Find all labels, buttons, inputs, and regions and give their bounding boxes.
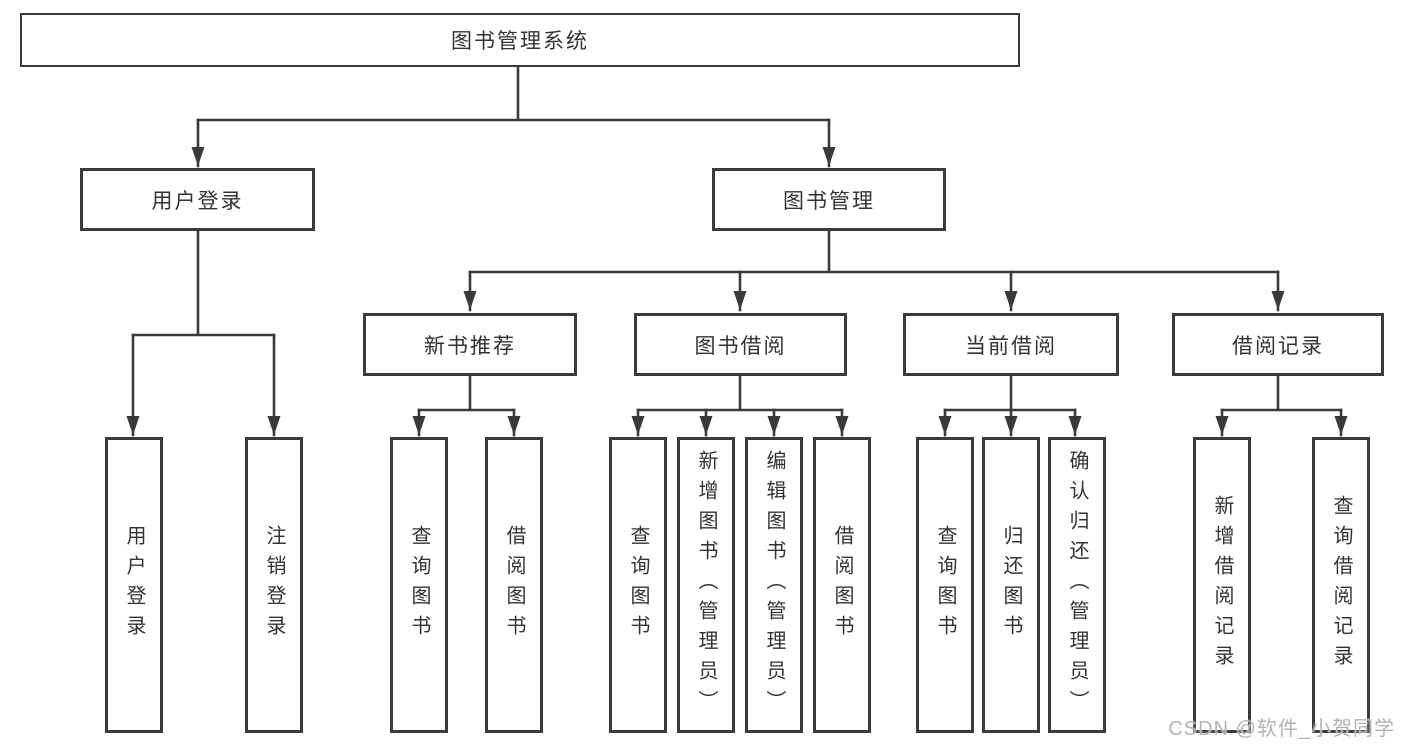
connector-book-management-split — [468, 229, 1280, 274]
connector-user-login-split — [131, 229, 276, 337]
leaf-cb-query-books-label: 查询图书 — [934, 525, 956, 645]
leaf-bb-add-books-admin: 新增图书（管理员） — [677, 437, 735, 733]
node-book-borrowing: 图书借阅 — [634, 313, 847, 376]
leaf-bb-query-books: 查询图书 — [609, 437, 667, 733]
node-user-login-label: 用户登录 — [151, 189, 244, 213]
leaf-nb-borrow-books-label: 借阅图书 — [503, 525, 525, 645]
leaf-br-add-record-label: 新增借阅记录 — [1211, 495, 1233, 675]
leaf-br-query-record-label: 查询借阅记录 — [1330, 495, 1352, 675]
node-book-borrowing-label: 图书借阅 — [694, 334, 787, 358]
leaf-bb-borrow-books-label: 借阅图书 — [831, 525, 853, 645]
leaf-cb-return-books: 归还图书 — [982, 437, 1040, 733]
leaf-bb-borrow-books: 借阅图书 — [813, 437, 871, 733]
leaf-user-login-label: 用户登录 — [123, 525, 145, 645]
connector-book-borrowing-split — [636, 374, 844, 412]
node-root: 图书管理系统 — [20, 13, 1020, 67]
leaf-nb-borrow-books: 借阅图书 — [485, 437, 543, 733]
connector-borrowing-records-split — [1220, 374, 1343, 412]
connector-new-books-split — [417, 374, 516, 412]
leaf-cb-confirm-return-admin: 确认归还（管理员） — [1048, 437, 1106, 733]
leaf-cb-confirm-return-admin-label: 确认归还（管理员） — [1066, 450, 1088, 720]
node-borrowing-records: 借阅记录 — [1172, 313, 1384, 376]
leaf-nb-query-books: 查询图书 — [390, 437, 448, 733]
node-book-management: 图书管理 — [712, 168, 946, 231]
node-current-borrowing: 当前借阅 — [903, 313, 1119, 376]
node-borrowing-records-label: 借阅记录 — [1232, 334, 1324, 358]
leaf-logout-label: 注销登录 — [263, 525, 285, 645]
node-user-login: 用户登录 — [80, 168, 315, 231]
leaf-bb-add-books-admin-label: 新增图书（管理员） — [695, 450, 717, 720]
leaf-bb-edit-books-admin-label: 编辑图书（管理员） — [763, 450, 785, 720]
connector-root-stem — [196, 65, 831, 122]
leaf-user-login: 用户登录 — [105, 437, 163, 733]
csdn-watermark: CSDN @软件_小贺同学 — [1168, 718, 1395, 740]
leaf-bb-edit-books-admin: 编辑图书（管理员） — [745, 437, 803, 733]
node-new-books-label: 新书推荐 — [424, 334, 516, 358]
leaf-bb-query-books-label: 查询图书 — [627, 525, 649, 645]
node-new-books: 新书推荐 — [363, 313, 577, 376]
connector-current-borrowing-split — [943, 374, 1077, 412]
leaf-nb-query-books-label: 查询图书 — [408, 525, 430, 645]
node-root-label: 图书管理系统 — [451, 30, 589, 53]
leaf-br-query-record: 查询借阅记录 — [1312, 437, 1370, 733]
leaf-cb-return-books-label: 归还图书 — [1000, 525, 1022, 645]
node-book-management-label: 图书管理 — [783, 189, 875, 213]
leaf-br-add-record: 新增借阅记录 — [1193, 437, 1251, 733]
node-current-borrowing-label: 当前借阅 — [965, 334, 1057, 358]
leaf-cb-query-books: 查询图书 — [916, 437, 974, 733]
leaf-logout: 注销登录 — [245, 437, 303, 733]
